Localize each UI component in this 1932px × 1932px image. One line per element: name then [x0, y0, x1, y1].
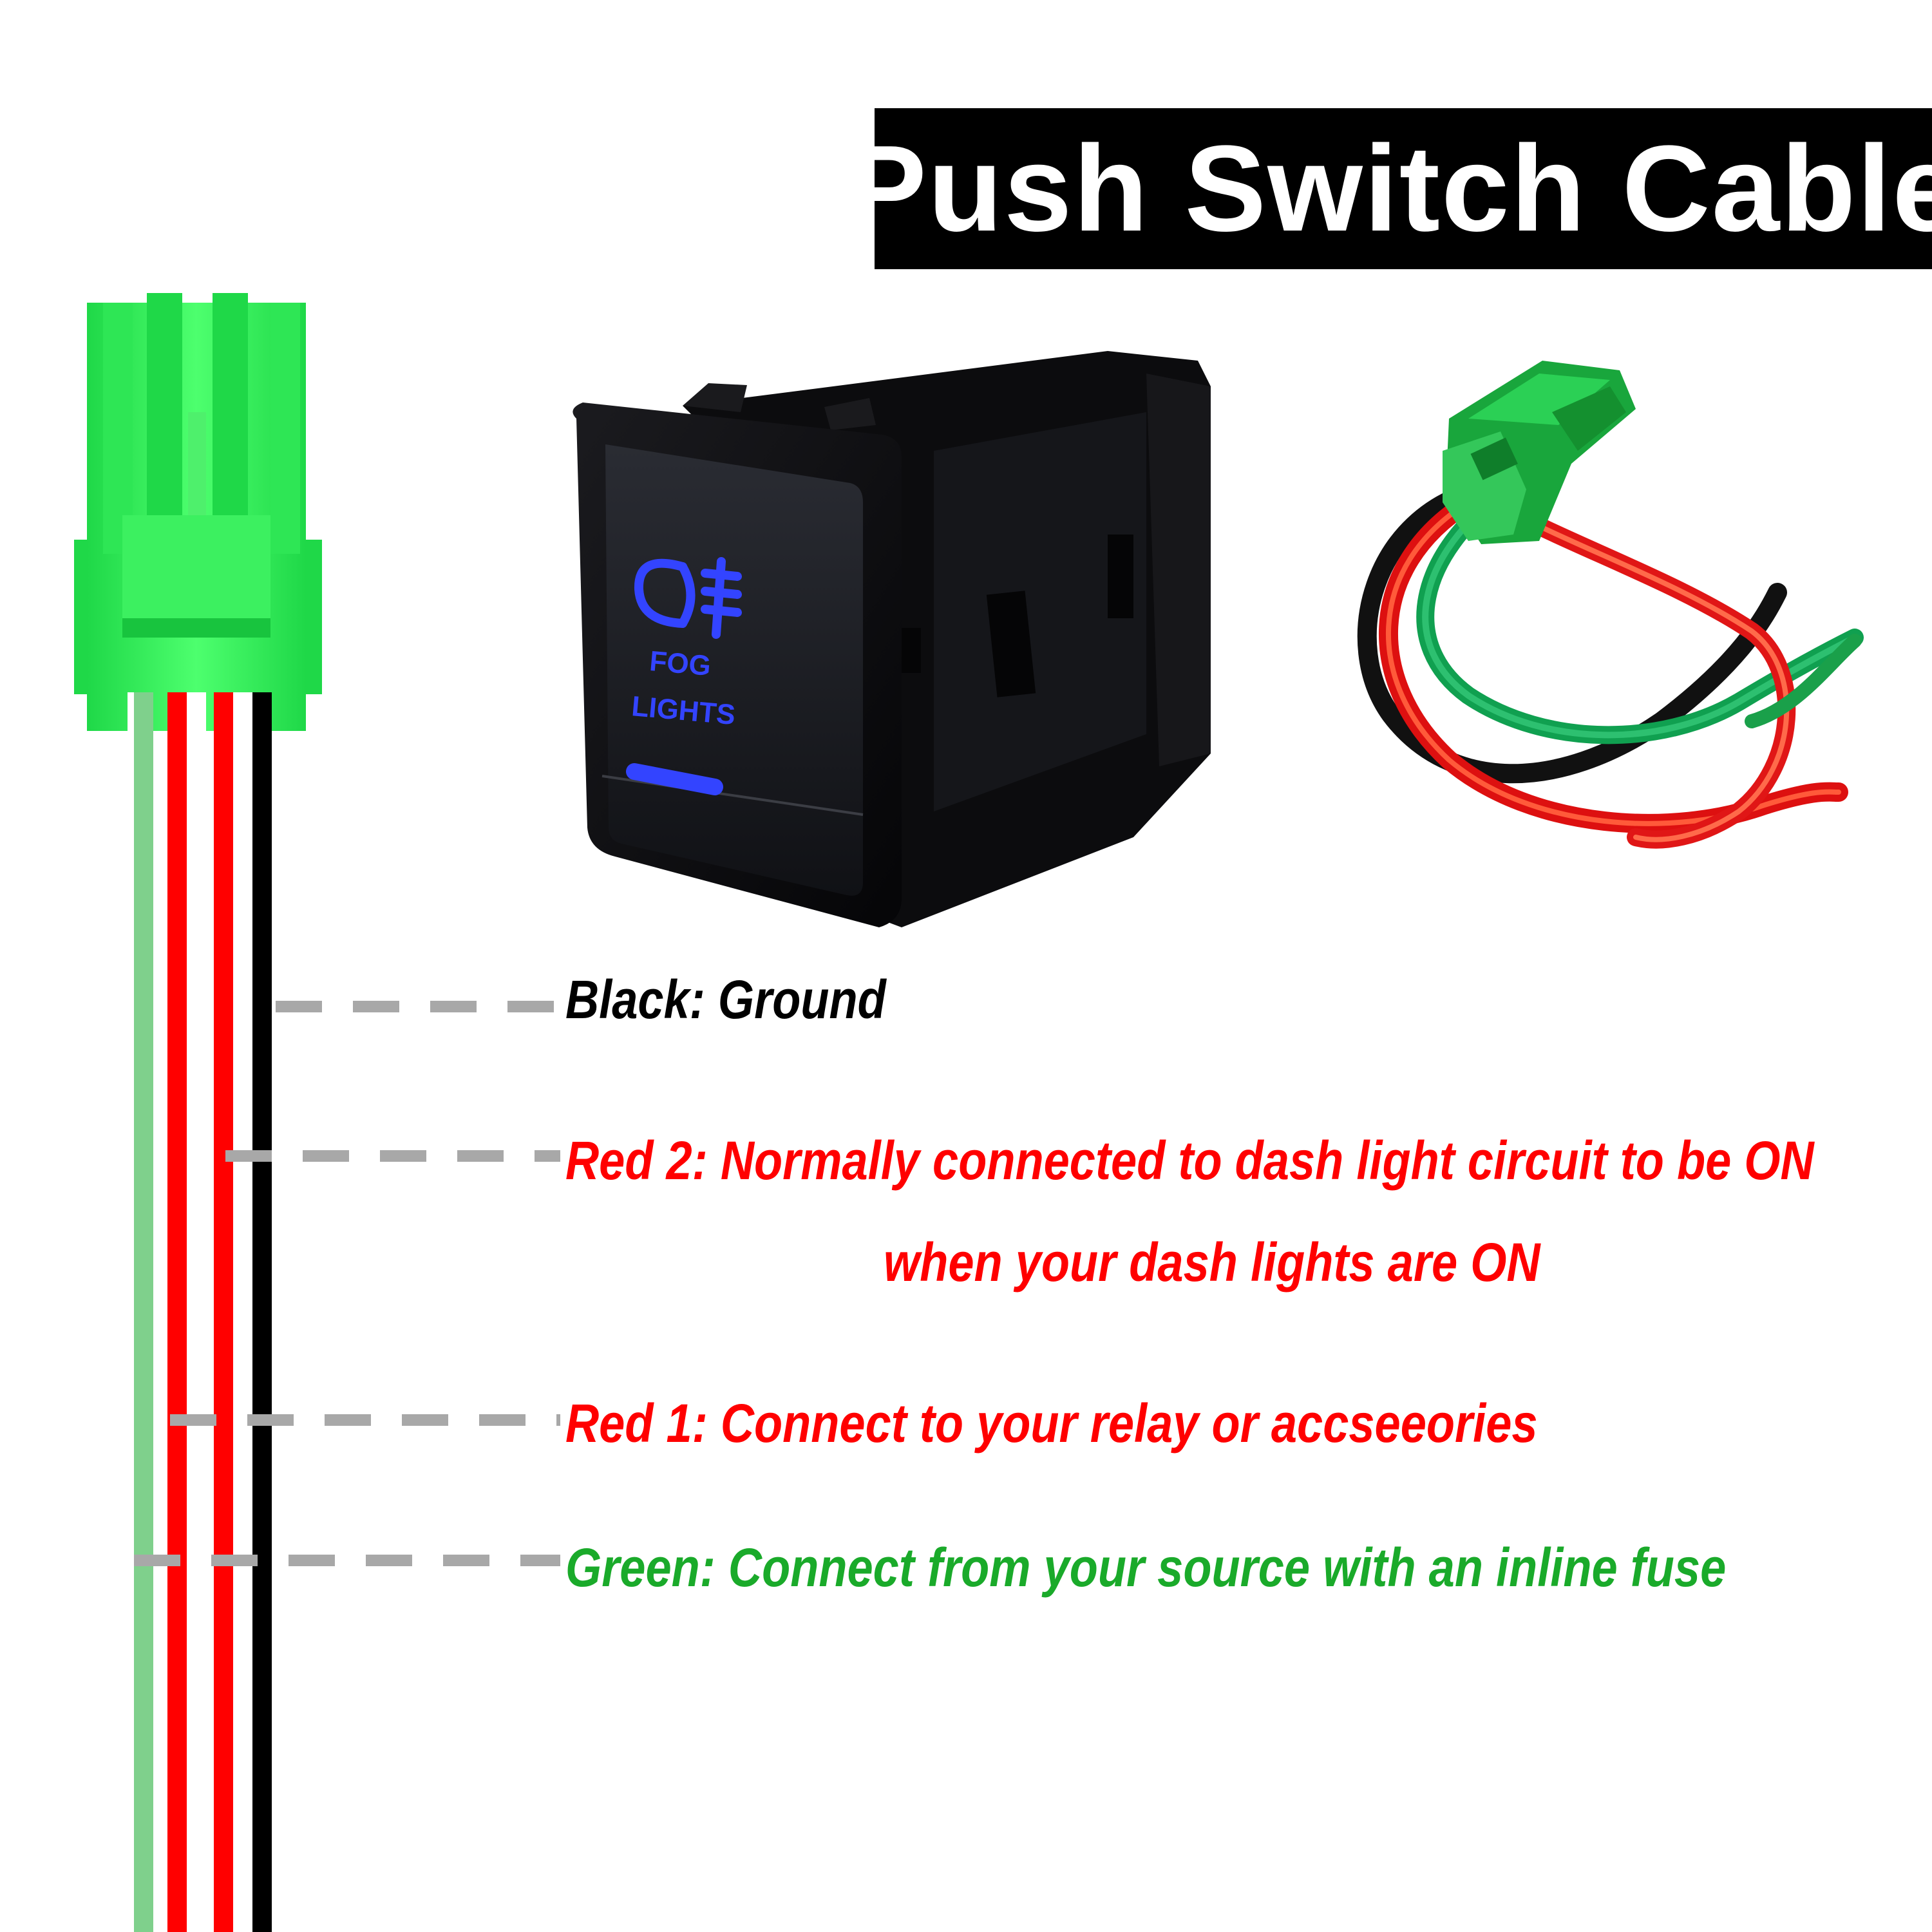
page-title: Push Switch Cable: [845, 120, 1932, 257]
leader-lines: [134, 1001, 560, 1566]
small-connector: [1443, 361, 1636, 544]
label-black-ground: Black: Ground: [565, 969, 886, 1030]
push-switch: FOG LIGHTS: [573, 351, 1211, 927]
label-red-1: Red 1: Connect to your relay or accseeor…: [565, 1393, 1538, 1454]
large-connector: [74, 293, 322, 731]
label-red-2: Red 2: Normally connected to dash light …: [565, 1130, 1814, 1191]
wires: [128, 692, 272, 1932]
switch-face: [605, 444, 863, 896]
red-1-wire: [167, 692, 187, 1932]
indicator-bar: [626, 763, 723, 795]
label-green: Green: Connect from your source with an …: [565, 1537, 1727, 1598]
switch-label-line1: FOG: [649, 645, 712, 682]
label-red-2-continued: when your dash lights are ON: [884, 1232, 1540, 1293]
title-banner: Push Switch Cable: [845, 108, 1932, 269]
wire-harness: [1357, 480, 1864, 849]
black-wire: [252, 692, 272, 1932]
red-2-wire: [214, 692, 233, 1932]
fog-light-icon: [634, 557, 742, 639]
